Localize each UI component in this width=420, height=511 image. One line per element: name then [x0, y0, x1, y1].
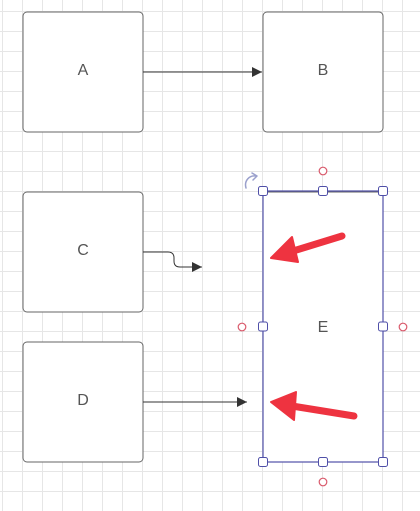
resize-handle-bottom-right[interactable]: [378, 457, 388, 467]
connection-point-top[interactable]: [318, 166, 328, 176]
resize-handle-middle-left[interactable]: [258, 321, 268, 332]
shape-e[interactable]: E: [262, 191, 384, 463]
shape-a-label: A: [78, 62, 89, 79]
rotate-icon[interactable]: [244, 172, 258, 189]
connection-point-bottom[interactable]: [318, 477, 328, 487]
resize-handle-top-center[interactable]: [318, 186, 328, 196]
red-arrow-annotation-icon: [270, 232, 346, 263]
resize-handle-top-right[interactable]: [378, 186, 388, 196]
resize-handle-middle-right[interactable]: [378, 321, 388, 332]
red-arrow-annotation-icon: [270, 391, 358, 421]
shape-c[interactable]: C: [22, 191, 144, 313]
connection-point-left[interactable]: [237, 322, 247, 332]
connector-c-elbow[interactable]: [143, 251, 202, 272]
shape-d-label: D: [77, 392, 89, 409]
shape-b-label: B: [318, 62, 329, 79]
shape-b-box[interactable]: [262, 11, 384, 133]
selection-overlay: [237, 166, 408, 487]
connection-point-right[interactable]: [398, 322, 408, 332]
shape-d[interactable]: D: [22, 341, 144, 463]
resize-handle-bottom-center[interactable]: [318, 457, 328, 467]
shape-b[interactable]: B: [262, 11, 384, 133]
shape-a[interactable]: A: [22, 11, 144, 133]
shape-c-label: C: [77, 242, 89, 259]
shape-e-box[interactable]: [262, 191, 384, 463]
resize-handle-top-left[interactable]: [258, 186, 268, 196]
resize-handle-bottom-left[interactable]: [258, 457, 268, 467]
shape-e-label: E: [318, 319, 329, 336]
